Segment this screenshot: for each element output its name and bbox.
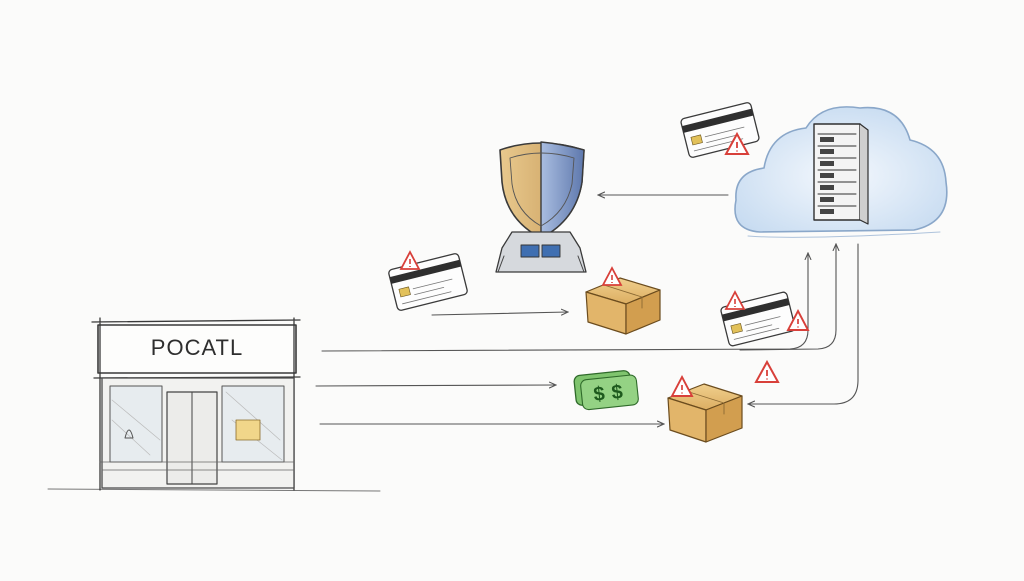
store-sign-board (97, 324, 297, 374)
security-guard (495, 141, 587, 273)
warning-triangle-icon (601, 266, 623, 286)
warning-triangle-icon (724, 131, 750, 155)
svg-text:$: $ (610, 381, 623, 404)
arrow-store-to-cloud-2 (739, 244, 836, 351)
arrow-cloud-to-box-bottom (748, 243, 859, 404)
ground-line (47, 488, 381, 492)
credit-card-icon (680, 102, 760, 158)
warning-triangle-icon (754, 359, 780, 383)
shield-icon (499, 141, 585, 239)
arrow-card-to-box-top (431, 312, 568, 315)
store-sign-text: POCATL (151, 335, 243, 360)
warning-triangle-icon (724, 290, 746, 310)
connector-lines (47, 195, 859, 492)
warning-triangles (399, 131, 810, 397)
package-icon (667, 383, 743, 443)
warning-triangle-icon (670, 374, 694, 397)
cloud-server-icon (734, 106, 948, 238)
svg-text:$: $ (593, 383, 606, 406)
package-icon (585, 277, 661, 335)
money-icon: $ $ (573, 370, 639, 411)
storefront-icon: POCATL (91, 317, 301, 491)
server-rack-icon (813, 123, 869, 225)
credit-card-icon (388, 253, 468, 311)
warning-triangle-icon (786, 308, 810, 331)
arrow-store-to-money (315, 385, 556, 386)
warning-triangle-icon (399, 250, 421, 270)
robot-icon (495, 231, 587, 273)
